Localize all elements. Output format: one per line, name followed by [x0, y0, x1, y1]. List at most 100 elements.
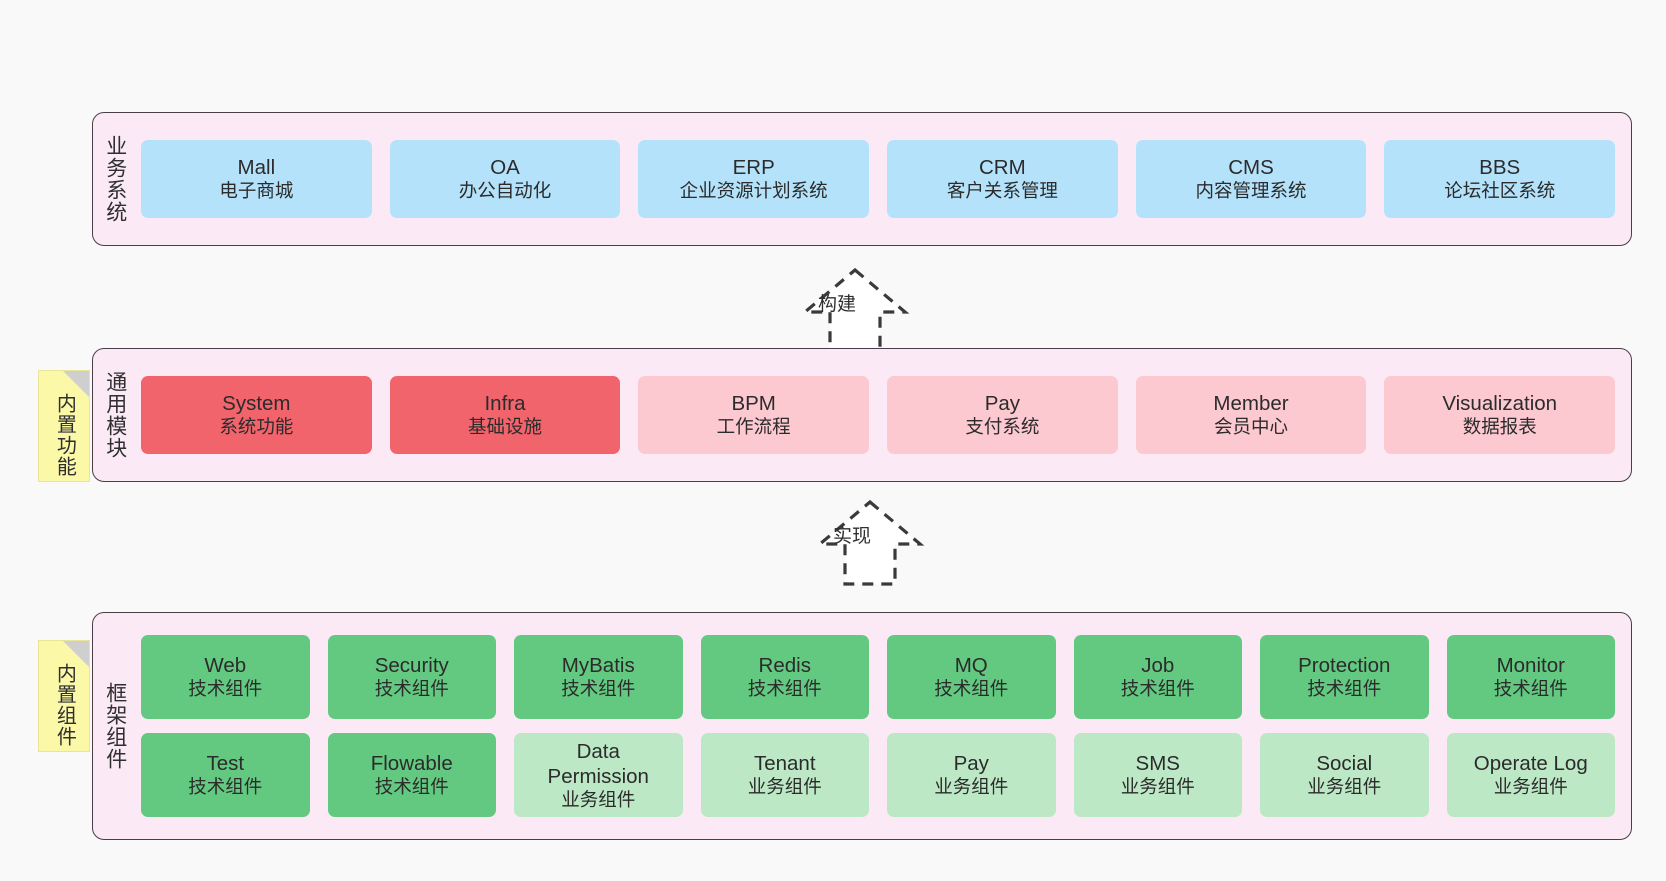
- layer-common-modules: 通用模块 System 系统功能 Infra 基础设施 BPM 工作流程 Pay…: [92, 348, 1632, 482]
- layer-title-framework-components: 框架组件: [103, 682, 127, 770]
- component-name: MQ: [954, 654, 988, 678]
- layer-framework-components: 框架组件 Web 技术组件 Security 技术组件 MyBatis 技术组件…: [92, 612, 1632, 840]
- module-name: Mall: [237, 156, 276, 180]
- layer-row: Mall 电子商城 OA 办公自动化 ERP 企业资源计划系统 CRM 客户关系…: [141, 140, 1616, 218]
- module-desc: 内容管理系统: [1195, 180, 1307, 202]
- component-card-sms[interactable]: SMS 业务组件: [1073, 733, 1242, 817]
- connector-build-label: 构建: [818, 294, 857, 315]
- component-desc: 技术组件: [1493, 678, 1568, 700]
- module-name: Visualization: [1442, 392, 1558, 416]
- note-fold-corner-icon: [63, 371, 89, 397]
- component-name: Operate Log: [1473, 752, 1588, 776]
- module-card-erp[interactable]: ERP 企业资源计划系统: [638, 140, 870, 218]
- module-desc: 企业资源计划系统: [679, 180, 828, 202]
- layer-title-business-systems: 业务系统: [103, 135, 127, 223]
- component-name: Social: [1316, 752, 1373, 776]
- component-card-monitor[interactable]: Monitor 技术组件: [1446, 635, 1615, 719]
- component-name: Protection: [1298, 654, 1391, 678]
- module-name: Member: [1213, 392, 1289, 416]
- connector-implement-arrow: [815, 499, 925, 586]
- module-desc: 工作流程: [716, 416, 791, 438]
- module-card-infra[interactable]: Infra 基础设施: [389, 376, 621, 454]
- component-name: Flowable: [370, 752, 453, 776]
- component-card-flowable[interactable]: Flowable 技术组件: [327, 733, 496, 817]
- component-desc: 技术组件: [188, 678, 263, 700]
- module-desc: 电子商城: [219, 180, 294, 202]
- component-card-job[interactable]: Job 技术组件: [1073, 635, 1242, 719]
- module-name: BPM: [731, 392, 776, 416]
- module-desc: 办公自动化: [458, 180, 552, 202]
- component-desc: 业务组件: [1307, 776, 1382, 798]
- component-desc: 业务组件: [934, 776, 1009, 798]
- component-desc: 技术组件: [1307, 678, 1382, 700]
- component-desc: 技术组件: [1120, 678, 1195, 700]
- component-card-test[interactable]: Test 技术组件: [141, 733, 310, 817]
- component-card-data-permission[interactable]: Data Permission 业务组件: [514, 733, 683, 817]
- component-desc: 技术组件: [188, 776, 263, 798]
- module-name: ERP: [732, 156, 775, 180]
- component-card-protection[interactable]: Protection 技术组件: [1260, 635, 1429, 719]
- module-card-mall[interactable]: Mall 电子商城: [141, 140, 372, 218]
- component-name: Tenant: [753, 752, 816, 776]
- component-card-web[interactable]: Web 技术组件: [141, 635, 310, 719]
- module-card-member[interactable]: Member 会员中心: [1135, 376, 1367, 454]
- layer-row: System 系统功能 Infra 基础设施 BPM 工作流程 Pay 支付系统…: [141, 376, 1616, 454]
- component-name: SMS: [1135, 752, 1180, 776]
- component-desc: 业务组件: [561, 788, 636, 810]
- note-builtin-components: 内置组件: [38, 640, 90, 752]
- component-desc: 技术组件: [561, 678, 636, 700]
- module-name: CMS: [1228, 156, 1274, 180]
- module-card-oa[interactable]: OA 办公自动化: [389, 140, 621, 218]
- module-card-crm[interactable]: CRM 客户关系管理: [887, 140, 1118, 218]
- module-desc: 数据报表: [1462, 416, 1537, 438]
- component-name: Job: [1141, 654, 1175, 678]
- module-card-cms[interactable]: CMS 内容管理系统: [1135, 140, 1367, 218]
- component-name: Web: [204, 654, 247, 678]
- module-card-pay[interactable]: Pay 支付系统: [887, 376, 1118, 454]
- component-desc: 技术组件: [747, 678, 822, 700]
- module-name: BBS: [1479, 156, 1521, 180]
- module-desc: 基础设施: [468, 416, 543, 438]
- component-card-mq[interactable]: MQ 技术组件: [887, 635, 1056, 719]
- connector-implement-label: 实现: [833, 526, 872, 547]
- component-desc: 业务组件: [1120, 776, 1195, 798]
- module-card-bbs[interactable]: BBS 论坛社区系统: [1384, 140, 1616, 218]
- component-card-security[interactable]: Security 技术组件: [327, 635, 496, 719]
- component-desc: 业务组件: [747, 776, 822, 798]
- component-card-operate-log[interactable]: Operate Log 业务组件: [1446, 733, 1615, 817]
- component-desc: 技术组件: [934, 678, 1009, 700]
- module-desc: 系统功能: [219, 416, 294, 438]
- component-card-tenant[interactable]: Tenant 业务组件: [700, 733, 869, 817]
- component-card-mybatis[interactable]: MyBatis 技术组件: [514, 635, 683, 719]
- component-card-social[interactable]: Social 业务组件: [1260, 733, 1429, 817]
- component-name: Monitor: [1496, 654, 1565, 678]
- layer-title-common-modules: 通用模块: [103, 371, 127, 459]
- layer-row: Web 技术组件 Security 技术组件 MyBatis 技术组件 Redi…: [141, 635, 1615, 719]
- layer-body-business-systems: Mall 电子商城 OA 办公自动化 ERP 企业资源计划系统 CRM 客户关系…: [137, 113, 1631, 245]
- module-name: OA: [490, 156, 520, 180]
- component-name: Test: [206, 752, 245, 776]
- module-card-system[interactable]: System 系统功能: [141, 376, 372, 454]
- component-desc: 技术组件: [374, 776, 449, 798]
- module-desc: 支付系统: [965, 416, 1040, 438]
- layer-body-framework-components: Web 技术组件 Security 技术组件 MyBatis 技术组件 Redi…: [137, 613, 1631, 839]
- component-name: Data Permission: [547, 739, 649, 788]
- component-card-pay[interactable]: Pay 业务组件: [887, 733, 1056, 817]
- note-label: 内置功能: [53, 393, 76, 477]
- module-name: CRM: [979, 156, 1026, 180]
- module-desc: 论坛社区系统: [1444, 180, 1556, 202]
- component-name: Security: [374, 654, 449, 678]
- component-desc: 业务组件: [1493, 776, 1568, 798]
- module-name: Pay: [984, 392, 1021, 416]
- layer-body-common-modules: System 系统功能 Infra 基础设施 BPM 工作流程 Pay 支付系统…: [137, 349, 1631, 481]
- layer-business-systems: 业务系统 Mall 电子商城 OA 办公自动化 ERP 企业资源计划系统 CRM…: [92, 112, 1632, 246]
- component-card-redis[interactable]: Redis 技术组件: [700, 635, 869, 719]
- module-card-visualization[interactable]: Visualization 数据报表: [1384, 376, 1616, 454]
- module-name: Infra: [484, 392, 526, 416]
- module-name: System: [222, 392, 291, 416]
- note-fold-corner-icon: [63, 641, 89, 667]
- layer-row: Test 技术组件 Flowable 技术组件 Data Permission …: [141, 733, 1615, 817]
- module-card-bpm[interactable]: BPM 工作流程: [638, 376, 870, 454]
- component-name: Redis: [758, 654, 811, 678]
